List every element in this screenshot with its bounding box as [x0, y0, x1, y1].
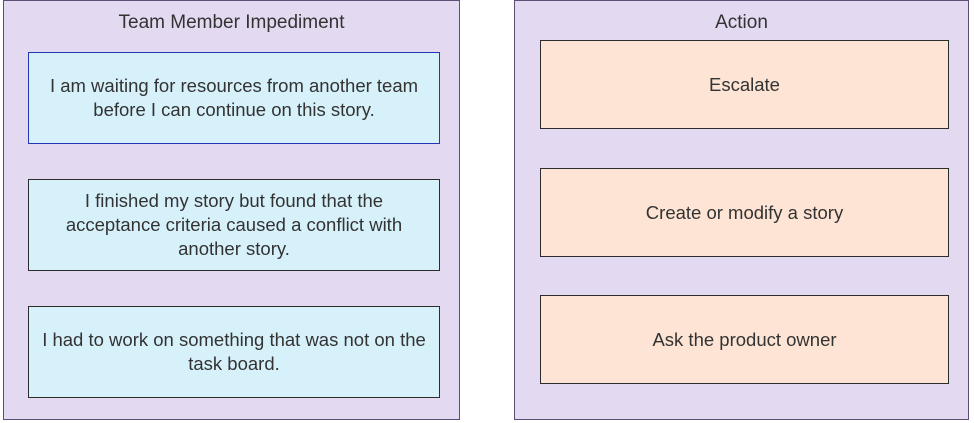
impediment-card-waiting-resources[interactable]: I am waiting for resources from another … — [28, 52, 440, 144]
action-card-ask-product-owner[interactable]: Ask the product owner — [540, 295, 949, 384]
impediment-card-text: I am waiting for resources from another … — [49, 75, 419, 120]
action-card-escalate[interactable]: Escalate — [540, 40, 949, 129]
impediment-card-text: I had to work on something that was not … — [42, 329, 426, 374]
impediment-panel: Team Member Impediment I am waiting for … — [3, 0, 460, 420]
impediment-card-acceptance-conflict[interactable]: I finished my story but found that the a… — [28, 179, 440, 271]
action-card-text: Escalate — [709, 73, 780, 95]
action-card-text: Create or modify a story — [645, 201, 844, 223]
impediment-card-text: I finished my story but found that the a… — [65, 190, 403, 259]
action-card-text: Ask the product owner — [652, 328, 837, 350]
action-card-create-modify-story[interactable]: Create or modify a story — [540, 168, 949, 257]
action-panel-title: Action — [715, 12, 768, 33]
action-panel: Action Escalate Create or modify a story… — [514, 0, 969, 420]
impediment-panel-title: Team Member Impediment — [118, 12, 345, 33]
impediment-card-off-board-work[interactable]: I had to work on something that was not … — [28, 306, 440, 398]
